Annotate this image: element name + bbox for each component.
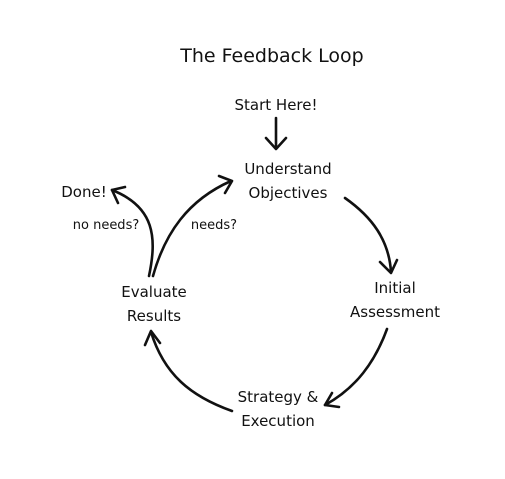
node-initial-line-2: Assessment xyxy=(350,303,440,321)
edge-label-no-needs: no needs? xyxy=(72,218,140,233)
arrow-evaluate-to-done xyxy=(110,185,154,278)
node-understand-line-1: Understand xyxy=(244,160,332,178)
arrow-initial-to-strategy xyxy=(323,327,389,409)
node-evaluate-results: Evaluate Results xyxy=(84,280,224,328)
node-initial-line-1: Initial xyxy=(374,279,416,297)
diagram-title: The Feedback Loop xyxy=(180,45,364,67)
node-strategy-line-2: Execution xyxy=(241,412,315,430)
node-strategy-execution: Strategy & Execution xyxy=(208,385,348,433)
arrow-understand-to-initial xyxy=(343,196,399,275)
node-initial-assessment: Initial Assessment xyxy=(325,276,465,324)
node-evaluate-line-2: Results xyxy=(126,307,182,325)
arrow-strategy-to-evaluate xyxy=(143,329,234,413)
node-understand-objectives: Understand Objectives xyxy=(218,157,358,205)
node-evaluate-line-1: Evaluate xyxy=(121,283,187,301)
node-strategy-line-1: Strategy & xyxy=(237,388,319,406)
edge-label-needs: needs? xyxy=(190,218,238,233)
node-done: Done! xyxy=(61,183,107,201)
node-understand-line-2: Objectives xyxy=(248,184,328,202)
arrow-evaluate-to-understand xyxy=(151,174,234,278)
start-label: Start Here! xyxy=(234,96,318,114)
arrow-start-to-understand xyxy=(264,116,288,151)
